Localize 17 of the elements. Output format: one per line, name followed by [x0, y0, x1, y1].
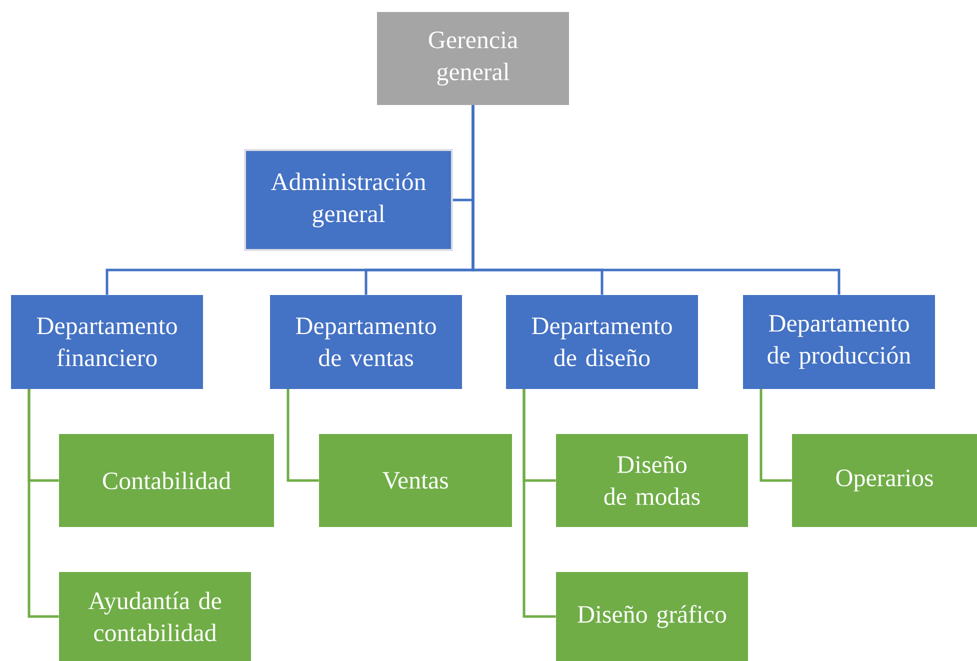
department-box: Departamento de ventas [270, 295, 462, 389]
department-box: Administración general [244, 149, 453, 251]
department-box: Departamento de diseño [506, 295, 698, 389]
connector-line [286, 388, 319, 482]
connector-line [28, 388, 59, 618]
unit-box: Diseño gráfico [556, 572, 748, 661]
unit-box: Diseño de modas [556, 434, 748, 527]
connector-line [760, 388, 792, 482]
unit-box: Ayudantía de contabilidad [59, 572, 251, 661]
connector-line [522, 388, 556, 618]
connector-line [472, 105, 840, 295]
department-box: Departamento de producción [743, 295, 935, 389]
unit-box: Ventas [319, 434, 512, 527]
department-box: Gerencia general [377, 12, 569, 105]
unit-box: Operarios [792, 434, 977, 527]
unit-box: Contabilidad [59, 434, 274, 527]
department-box: Departamento financiero [11, 295, 203, 389]
